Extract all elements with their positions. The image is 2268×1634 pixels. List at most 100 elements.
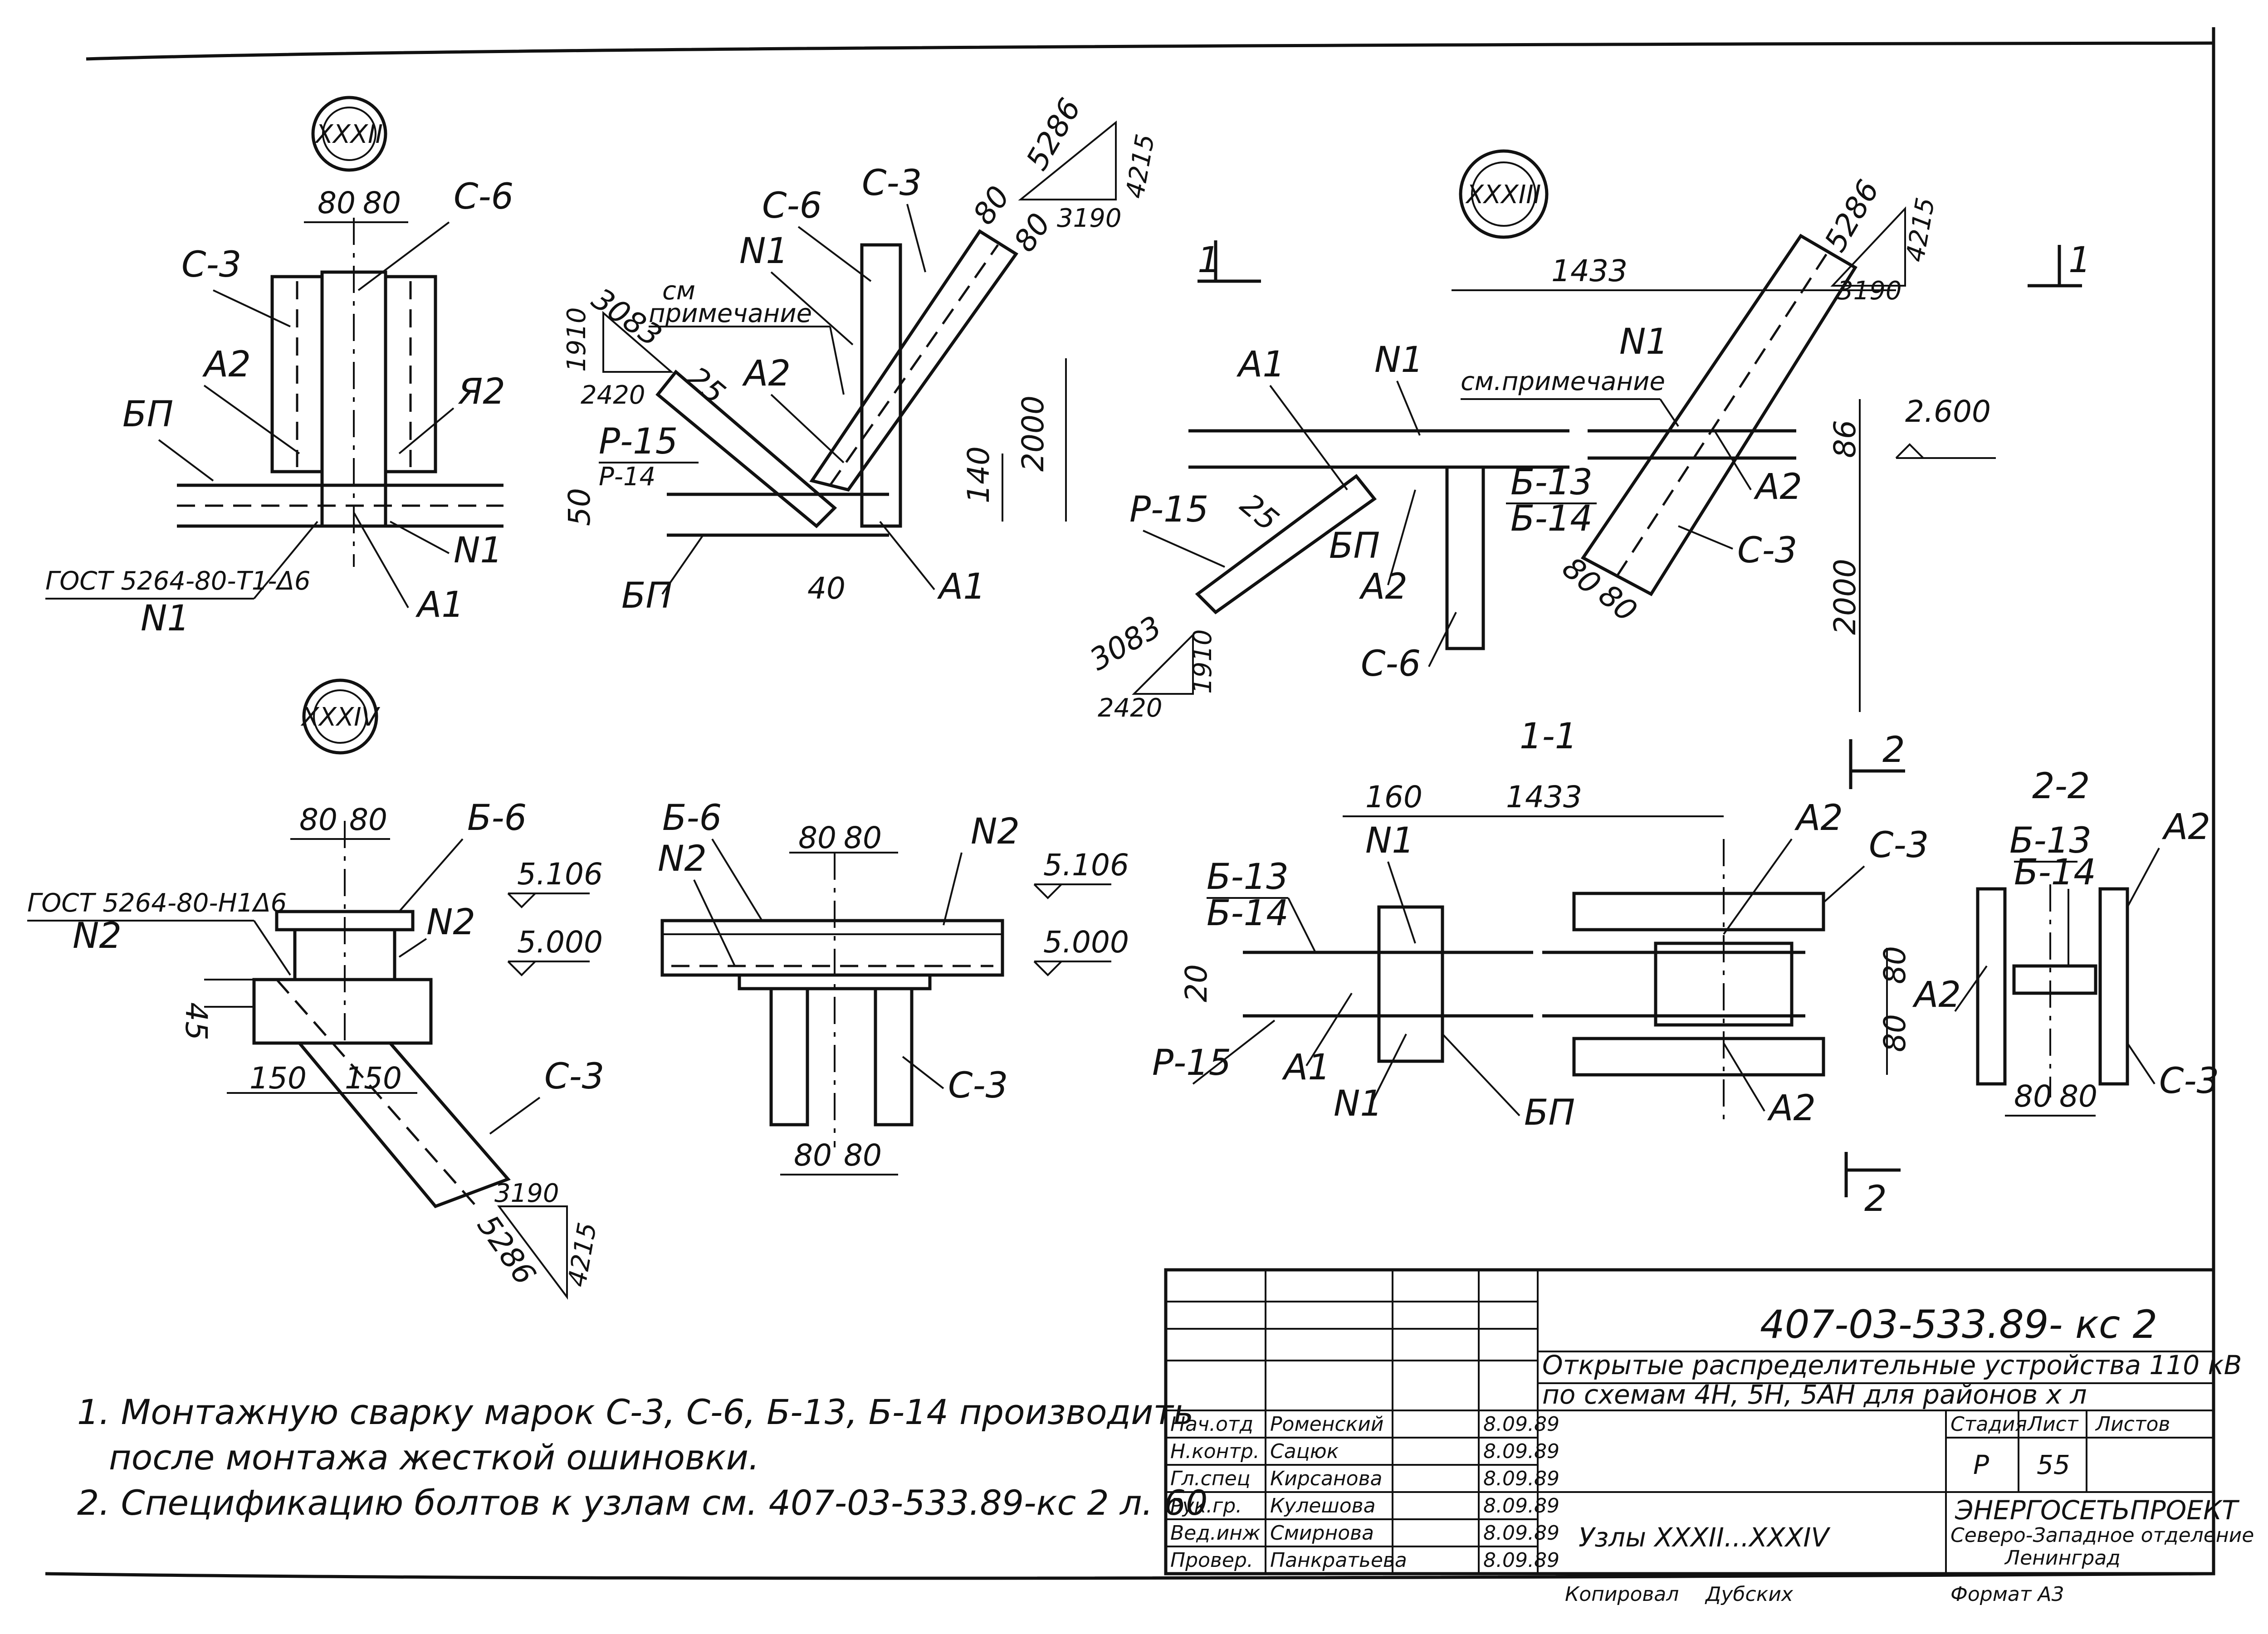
dim: 80 bbox=[318, 185, 356, 220]
signatory: Роменский bbox=[1270, 1413, 1383, 1436]
node-xxxiv-side: 80 80 80 80 Б-6 N2 N2 С-3 5.106 5.000 bbox=[658, 798, 1129, 1176]
label-a2: А2 bbox=[1359, 566, 1408, 607]
svg-text:4215: 4215 bbox=[1901, 195, 1941, 264]
label-b6: Б-6 bbox=[662, 798, 722, 839]
dim: 80 bbox=[794, 1138, 832, 1173]
section-label: 1-1 bbox=[1520, 716, 1577, 757]
label-b13: Б-13 bbox=[1510, 462, 1593, 503]
elevation: 2.600 bbox=[1905, 394, 1991, 429]
svg-text:3190: 3190 bbox=[1837, 276, 1902, 306]
elevation-mark: 2.600 bbox=[1895, 394, 1996, 459]
role: Н.контр. bbox=[1170, 1440, 1260, 1463]
elevation: 5.106 bbox=[1043, 848, 1129, 883]
svg-text:3083: 3083 bbox=[1084, 609, 1168, 678]
svg-text:2: 2 bbox=[1882, 730, 1905, 771]
copier-name: Дубских bbox=[1705, 1583, 1794, 1606]
node-id-badge: XXXIII bbox=[1459, 149, 1549, 239]
plan-view: 2 2 160 1433 20 80 80 N1 Б-13 Б-14 bbox=[1152, 730, 1929, 1219]
dim-160: 160 bbox=[1365, 780, 1422, 815]
slope-triangle: 3190 5286 4215 bbox=[470, 1179, 603, 1300]
label-bp: БП bbox=[122, 394, 173, 435]
dim: 80 bbox=[363, 185, 401, 220]
label-see-note: см.примечание bbox=[1461, 367, 1665, 396]
label-c3: С-3 bbox=[1737, 530, 1797, 571]
org-name: Ленинград bbox=[2004, 1546, 2121, 1570]
node-id-badge: XXXII bbox=[311, 96, 387, 172]
node-xxxiv: XXXIV 80 80 45 150 150 Б-6 N2 С-3 ГОСТ 5… bbox=[27, 678, 604, 1300]
node-id-badge: XXXIV bbox=[300, 678, 381, 755]
sheet-value: 55 bbox=[2037, 1449, 2070, 1480]
dim: 80 bbox=[844, 820, 882, 855]
sheets-header: Листов bbox=[2095, 1413, 2170, 1436]
label-b13: Б-13 bbox=[2009, 820, 2092, 861]
dim: 80 bbox=[1556, 550, 1608, 601]
slope-triangle: 5286 4215 3190 bbox=[1018, 93, 1161, 233]
svg-text:4215: 4215 bbox=[1120, 132, 1161, 201]
label-n1: N1 bbox=[1365, 820, 1414, 861]
label-n2: N2 bbox=[426, 902, 475, 943]
role: Нач.отд bbox=[1170, 1413, 1253, 1436]
note-line: после монтажа жесткой ошиновки. bbox=[109, 1437, 759, 1478]
sign-date: 8.09.89 bbox=[1483, 1549, 1559, 1572]
dim: 80 bbox=[1007, 207, 1057, 258]
dim-1433: 1433 bbox=[1506, 780, 1582, 815]
paper-format: Формат А3 bbox=[1950, 1583, 2064, 1606]
sheet-title: Узлы XXXII...XXXIV bbox=[1579, 1522, 1831, 1553]
label-c6: С-6 bbox=[1361, 644, 1421, 684]
svg-text:1910: 1910 bbox=[562, 307, 591, 372]
section-title: 2-2 bbox=[2032, 766, 2090, 807]
label-b14: Б-14 bbox=[2014, 852, 2096, 893]
dim-45: 45 bbox=[179, 1002, 214, 1040]
sheet-header: Лист bbox=[2027, 1413, 2079, 1436]
label-p15: Р-15 bbox=[1129, 489, 1208, 530]
role: Вед.инж bbox=[1170, 1522, 1261, 1545]
project-name: по схемам 4Н, 5Н, 5АН для районов х л bbox=[1542, 1379, 2087, 1410]
title-block: 407-03-533.89- кс 2 Открытые распределит… bbox=[1164, 1268, 2254, 1606]
dim-25: 25 bbox=[1234, 487, 1286, 538]
dim-40: 40 bbox=[807, 571, 846, 606]
dim: 80 bbox=[966, 180, 1017, 231]
dim-20: 20 bbox=[1179, 964, 1214, 1002]
label-c3: С-3 bbox=[948, 1065, 1008, 1106]
sign-date: 8.09.89 bbox=[1483, 1440, 1559, 1463]
elevation: 5.000 bbox=[1043, 925, 1129, 960]
signatory: Сацюк bbox=[1270, 1440, 1339, 1463]
role: Провер. bbox=[1170, 1549, 1253, 1572]
elevation-mark: 5.106 5.000 bbox=[1033, 848, 1129, 976]
role: Гл.спец bbox=[1170, 1467, 1251, 1490]
dim-1433: 1433 bbox=[1551, 254, 1628, 288]
label-c3: С-3 bbox=[862, 163, 922, 204]
weld-ref: N2 bbox=[73, 916, 122, 956]
sign-date: 8.09.89 bbox=[1483, 1467, 1559, 1490]
label-b14: Б-14 bbox=[1207, 893, 1289, 934]
label-see-note-2: примечание bbox=[649, 299, 812, 328]
weld-spec: ГОСТ 5264-80-Т1-Δ6 bbox=[45, 566, 311, 596]
sign-date: 8.09.89 bbox=[1483, 1413, 1559, 1436]
signatory: Панкратьева bbox=[1270, 1549, 1407, 1572]
svg-text:2: 2 bbox=[1864, 1179, 1887, 1219]
weld-ref: N1 bbox=[141, 598, 190, 639]
elevation: 5.106 bbox=[517, 857, 603, 892]
label-c6: С-6 bbox=[762, 185, 822, 226]
svg-text:5286: 5286 bbox=[1019, 93, 1088, 176]
sign-date: 8.09.89 bbox=[1483, 1522, 1559, 1545]
dim: 80 bbox=[798, 820, 836, 855]
dim: 80 bbox=[1877, 1014, 1912, 1052]
node-id: XXXII bbox=[314, 120, 383, 149]
dim-150: 150 bbox=[249, 1061, 307, 1096]
label-p15: Р-15 bbox=[1152, 1043, 1231, 1083]
label-bp: БП bbox=[621, 576, 672, 616]
signatory: Кирсанова bbox=[1270, 1467, 1383, 1490]
copied-label: Копировал bbox=[1565, 1583, 1679, 1606]
label-n1: N1 bbox=[454, 530, 503, 571]
dim: 80 bbox=[299, 802, 337, 837]
label-a2: А2 bbox=[1794, 798, 1843, 839]
dim-2000: 2000 bbox=[1828, 559, 1862, 635]
label-a2: А2 bbox=[742, 353, 791, 394]
note-line: 2. Спецификацию болтов к узлам см. 407-0… bbox=[77, 1483, 1208, 1523]
label-a1: А1 bbox=[415, 585, 464, 625]
dim-86: 86 bbox=[1828, 420, 1862, 458]
stage-value: Р bbox=[1973, 1449, 1989, 1480]
label-p14: Р-14 bbox=[599, 462, 655, 492]
label-c6: С-6 bbox=[454, 176, 513, 217]
